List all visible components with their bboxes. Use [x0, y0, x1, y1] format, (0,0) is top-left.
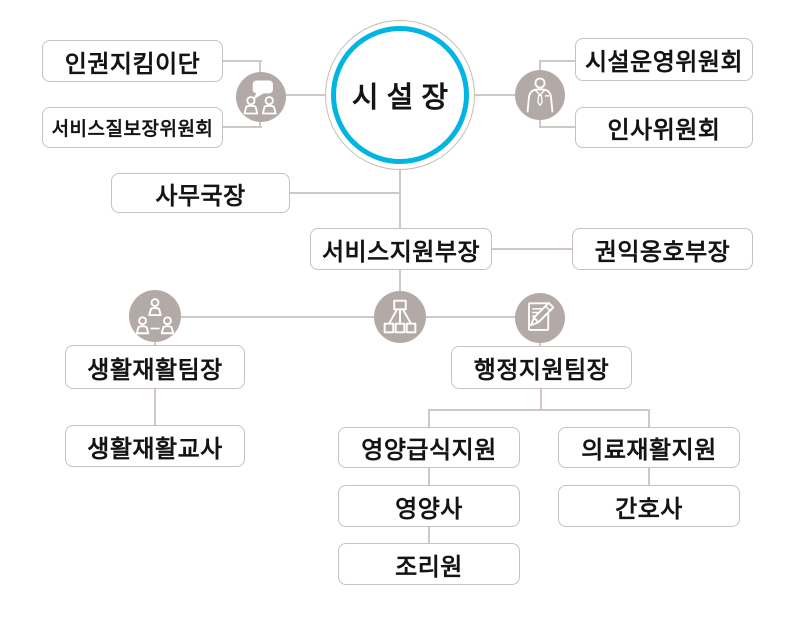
connector-line: [648, 467, 650, 486]
connector-line: [539, 60, 576, 62]
connector-line: [540, 388, 542, 410]
node-dietitian: 영양사: [338, 485, 520, 527]
node-personnel-committee: 인사위원회: [575, 107, 753, 148]
node-living-rehab-team-leader: 생활재활팀장: [65, 345, 245, 389]
node-rights-advocacy-director: 권익옹호부장: [572, 228, 753, 270]
connector-line: [474, 94, 542, 96]
sitemap-icon: [374, 291, 426, 343]
team-icon: [129, 290, 181, 342]
connector-line: [399, 166, 401, 228]
facility-director-node: 시 설 장: [325, 20, 475, 170]
facility-director-label: 시 설 장: [331, 26, 469, 164]
node-secretary-general: 사무국장: [111, 173, 290, 213]
connector-line: [155, 316, 540, 318]
connector-line: [428, 526, 430, 544]
node-living-rehab-teacher: 생활재활교사: [65, 425, 245, 467]
connector-line: [428, 409, 650, 411]
connector-line: [428, 467, 430, 486]
node-medical-rehab-support: 의료재활지원: [558, 427, 740, 468]
node-facility-operation-committee: 시설운영위원회: [575, 38, 753, 81]
connector-line: [289, 192, 401, 194]
connector-line: [222, 60, 262, 62]
connector-line: [648, 409, 650, 428]
node-human-rights-monitoring-group: 인권지킴이단: [42, 40, 223, 82]
connector-line: [154, 389, 156, 426]
node-nutrition-meal-support: 영양급식지원: [338, 427, 520, 468]
connector-line: [491, 248, 573, 250]
node-cook: 조리원: [338, 543, 520, 585]
connector-line: [222, 126, 262, 128]
business-person-icon: [515, 70, 565, 120]
node-nurse: 간호사: [558, 485, 740, 527]
connector-line: [260, 94, 330, 96]
edit-document-icon: [515, 293, 565, 343]
connector-line: [428, 409, 430, 428]
node-service-quality-assurance-committee: 서비스질보장위원회: [42, 107, 223, 148]
connector-line: [539, 126, 576, 128]
chat-people-icon: [236, 72, 286, 122]
node-admin-support-team-leader: 행정지원팀장: [451, 346, 632, 389]
node-service-support-director: 서비스지원부장: [310, 228, 492, 270]
